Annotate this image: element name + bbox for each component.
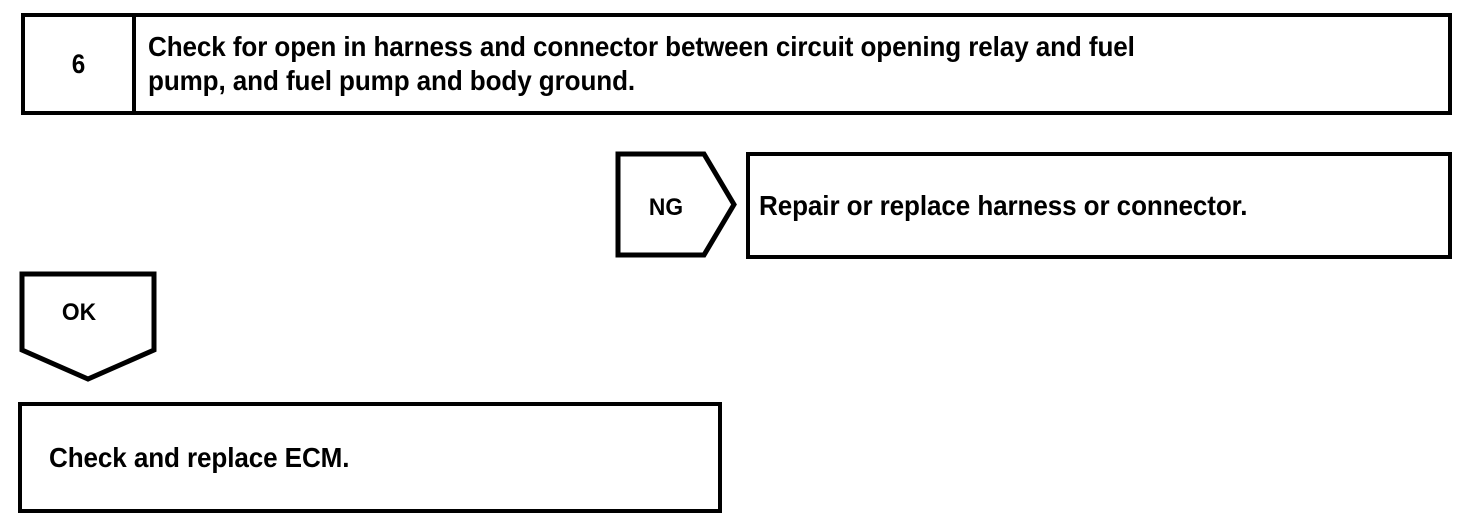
- ok-arrow-shape: [20, 272, 156, 381]
- ng-branch-label: NG: [648, 194, 684, 221]
- step-instruction-text: Check for open in harness and connector …: [148, 30, 1135, 96]
- ng-result-text: Repair or replace harness or connector.: [759, 189, 1248, 221]
- ok-branch-label: OK: [61, 299, 97, 326]
- step-instruction-cell: Check for open in harness and connector …: [136, 17, 1448, 111]
- ng-arrow-icon: [616, 152, 736, 257]
- ng-result-box: Repair or replace harness or connector.: [746, 152, 1452, 259]
- step-number: 6: [71, 48, 86, 79]
- step-box: 6 Check for open in harness and connecto…: [21, 13, 1452, 115]
- ok-arrow-icon: [20, 272, 156, 381]
- ng-arrow-shape: [616, 152, 736, 257]
- ok-result-text: Check and replace ECM.: [49, 441, 350, 473]
- ok-result-box: Check and replace ECM.: [18, 402, 722, 513]
- step-number-cell: 6: [25, 17, 136, 111]
